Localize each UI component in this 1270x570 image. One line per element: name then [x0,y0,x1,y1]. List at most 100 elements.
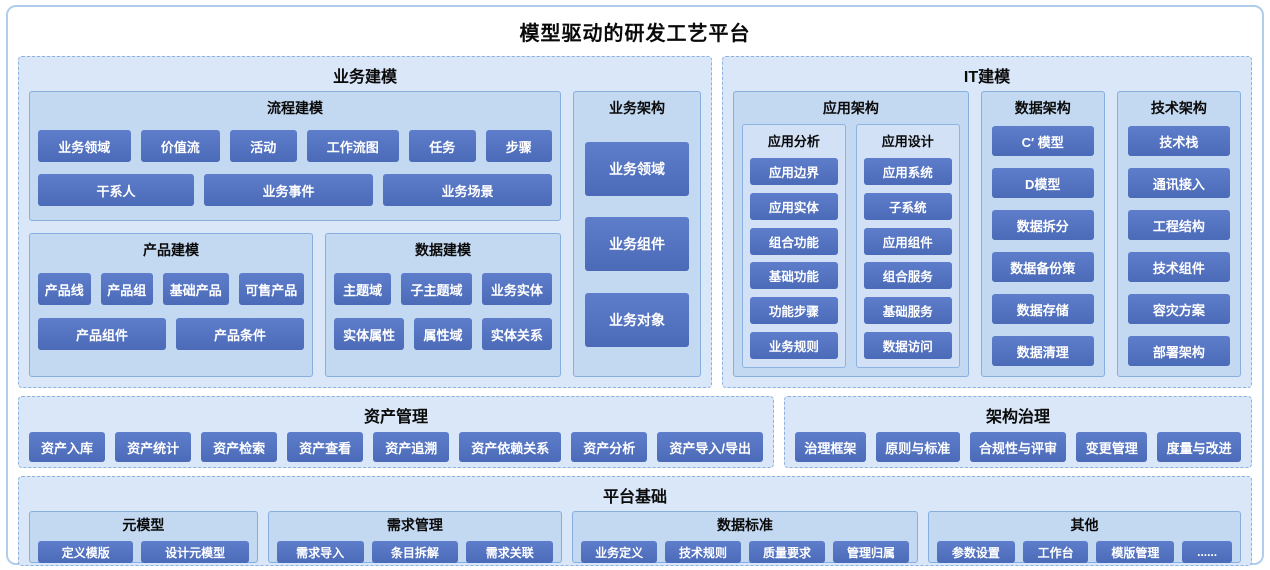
panel-application-design: 应用设计 应用系统 子系统 应用组件 组合服务 基础服务 数据访问 [855,124,960,368]
data-modeling-item: 子主题域 [401,273,472,305]
tech-architecture-item: 容灾方案 [1127,294,1230,324]
data-standards-item: 业务定义 [581,541,658,563]
application-analysis-item: 组合功能 [750,227,838,255]
business-modeling-left-column: 流程建模 业务领域 价值流 活动 工作流图 任务 步骤 干系人 业务事件 [29,91,561,377]
data-modeling-row-2: 实体属性 属性域 实体关系 [333,318,553,350]
diagram-frame: 模型驱动的研发工艺平台 业务建模 流程建模 业务领域 价值流 活动 工作流图 任… [6,5,1264,566]
application-analysis-item: 应用边界 [750,158,838,185]
data-standards-item: 管理归属 [833,541,909,563]
asset-management-item: 资产依赖关系 [459,432,562,462]
process-item: 工作流图 [306,130,399,162]
architecture-governance-items: 治理框架 原则与标准 合规性与评审 变更管理 度量与改进 [795,432,1241,462]
meta-model-title: 元模型 [122,517,165,533]
platform-foundation-title: 平台基础 [602,489,667,506]
it-modeling-title: IT建模 [963,69,1011,86]
asset-management-item: 资产入库 [29,432,106,462]
application-design-items: 应用系统 子系统 应用组件 组合服务 基础服务 数据访问 [863,158,952,359]
application-design-item: 应用组件 [863,227,952,255]
data-standards-title: 数据标准 [717,517,774,533]
others-item: 参数设置 [936,541,1015,563]
process-item: 业务场景 [383,174,552,206]
application-architecture-title: 应用架构 [822,100,879,116]
product-item: 产品条件 [176,318,304,350]
application-design-item: 数据访问 [863,331,952,359]
data-modeling-item: 业务实体 [481,273,553,305]
business-architecture-item: 业务对象 [585,292,689,347]
product-item: 产品线 [38,273,91,305]
panel-business-architecture: 业务架构 业务领域 业务组件 业务对象 [573,91,701,377]
panel-data-architecture: 数据架构 C′ 模型 D模型 数据拆分 数据备份策 数据存储 数据清理 [980,91,1105,377]
data-architecture-item: D模型 [991,168,1094,198]
business-architecture-item: 业务组件 [585,217,689,271]
tech-architecture-item: 通讯接入 [1127,168,1230,198]
platform-foundation-panels: 元模型 定义模版 设计元模型 需求管理 需求导入 条目拆解 需求关联 数据标准 … [29,511,1241,563]
requirements-item: 条目拆解 [371,541,459,563]
governance-item: 治理框架 [795,432,866,462]
process-item: 业务事件 [204,174,373,206]
asset-management-item: 资产分析 [571,432,648,462]
application-analysis-title: 应用分析 [767,134,820,149]
asset-management-title: 资产管理 [363,409,428,426]
data-standards-items: 业务定义 技术规则 质量要求 管理归属 [581,541,909,563]
panel-meta-model: 元模型 定义模版 设计元模型 [29,511,258,563]
asset-management-item: 资产追溯 [373,432,450,462]
section-platform-foundation: 平台基础 元模型 定义模版 设计元模型 需求管理 需求导入 条目拆解 需求关联 … [18,476,1252,566]
business-architecture-items: 业务领域 业务组件 业务对象 [582,120,692,368]
middle-row: 资产管理 资产入库 资产统计 资产检索 资产查看 资产追溯 资产依赖关系 资产分… [18,396,1252,468]
governance-item: 原则与标准 [875,432,960,462]
panel-process-modeling: 流程建模 业务领域 价值流 活动 工作流图 任务 步骤 干系人 业务事件 [29,91,561,221]
data-architecture-items: C′ 模型 D模型 数据拆分 数据备份策 数据存储 数据清理 [990,126,1096,368]
others-item: 模版管理 [1096,541,1175,563]
process-item: 任务 [409,130,476,162]
others-item: 工作台 [1022,541,1089,563]
requirements-items: 需求导入 条目拆解 需求关联 [276,541,554,563]
data-architecture-item: 数据备份策 [991,252,1094,282]
panel-data-modeling: 数据建模 主题域 子主题域 业务实体 实体属性 属性域 实体关系 [324,233,561,377]
business-architecture-item: 业务领域 [585,141,689,196]
requirements-management-title: 需求管理 [386,517,443,533]
product-item: 可售产品 [238,273,304,305]
governance-item: 度量与改进 [1157,432,1241,462]
data-modeling-item: 实体关系 [481,318,553,350]
data-modeling-item: 实体属性 [333,318,405,350]
tech-architecture-title: 技术架构 [1150,100,1207,116]
business-modeling-body: 流程建模 业务领域 价值流 活动 工作流图 任务 步骤 干系人 业务事件 [29,91,701,377]
data-standards-item: 技术规则 [665,541,742,563]
panel-others: 其他 参数设置 工作台 模版管理 ...... [927,511,1241,563]
product-item: 产品组 [100,273,153,305]
asset-management-item: 资产统计 [115,432,192,462]
tech-architecture-item: 部署架构 [1127,336,1230,366]
meta-model-items: 定义模版 设计元模型 [38,541,249,563]
application-design-item: 应用系统 [863,158,952,185]
process-modeling-title: 流程建模 [267,100,323,116]
business-modeling-title: 业务建模 [332,69,397,86]
page-title: 模型驱动的研发工艺平台 [519,23,751,45]
business-architecture-title: 业务架构 [609,100,665,116]
tech-architecture-item: 技术组件 [1127,252,1230,282]
asset-management-item: 资产检索 [201,432,278,462]
application-analysis-item: 基础功能 [750,262,838,290]
governance-item: 合规性与评审 [969,432,1067,462]
application-design-item: 基础服务 [863,297,952,325]
product-row-2: 产品组件 产品条件 [38,318,304,350]
data-modeling-row-1: 主题域 子主题域 业务实体 [333,273,553,305]
panel-product-modeling: 产品建模 产品线 产品组 基础产品 可售产品 产品组件 产品条件 [29,233,313,377]
data-modeling-title: 数据建模 [414,242,471,258]
panel-application-analysis: 应用分析 应用边界 应用实体 组合功能 基础功能 功能步骤 业务规则 [742,124,846,368]
panel-data-standards: 数据标准 业务定义 技术规则 质量要求 管理归属 [572,511,918,563]
panel-tech-architecture: 技术架构 技术栈 通讯接入 工程结构 技术组件 容灾方案 部署架构 [1116,91,1241,377]
meta-model-item: 设计元模型 [141,541,249,563]
asset-management-item: 资产导入/导出 [657,432,763,462]
product-item: 基础产品 [163,273,229,305]
product-row-1: 产品线 产品组 基础产品 可售产品 [38,273,304,305]
others-title: 其他 [1070,517,1099,533]
others-items: 参数设置 工作台 模版管理 ...... [936,541,1232,563]
product-item: 产品组件 [38,318,166,350]
asset-management-item: 资产查看 [287,432,364,462]
data-architecture-item: 数据清理 [991,336,1094,366]
process-item: 步骤 [485,130,552,162]
process-item: 活动 [230,130,297,162]
business-modeling-lower-row: 产品建模 产品线 产品组 基础产品 可售产品 产品组件 产品条件 [29,233,561,377]
application-analysis-item: 功能步骤 [750,297,838,325]
application-analysis-item: 业务规则 [750,331,838,359]
